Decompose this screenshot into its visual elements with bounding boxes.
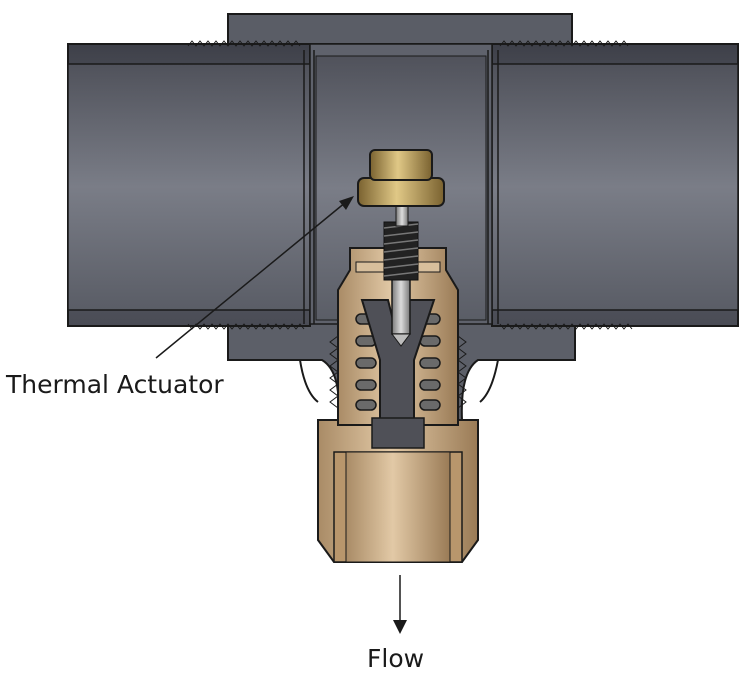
pipe-threads [187, 40, 633, 330]
right-pipe [491, 43, 739, 327]
flow-label: Flow [367, 644, 425, 673]
thermal-actuator [357, 149, 445, 227]
actuator-stem [391, 275, 411, 347]
flow-arrow [393, 575, 407, 634]
thermal-actuator-label: Thermal Actuator [6, 370, 224, 399]
piston [360, 299, 436, 449]
threaded-rod [383, 221, 419, 281]
actuator-leader [155, 196, 354, 359]
outlet-nut [317, 419, 479, 563]
left-pipe [67, 43, 311, 327]
